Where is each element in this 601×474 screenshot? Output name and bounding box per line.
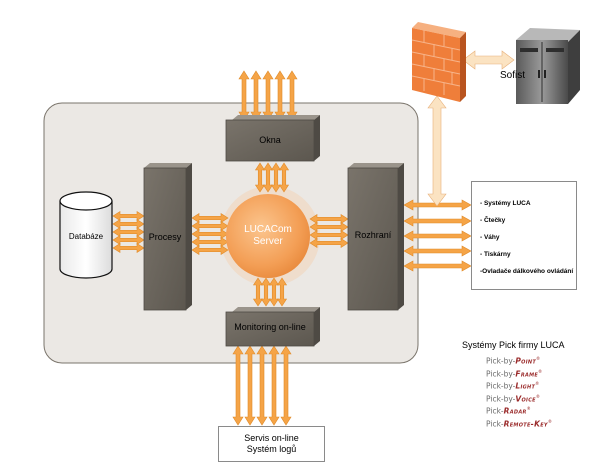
- list-item: - Váhy: [480, 234, 500, 241]
- arrow-server-monitoring: [276, 277, 288, 307]
- monitoring-box: [225, 307, 320, 347]
- pick-item-prefix: Pick-by-: [486, 394, 516, 403]
- pick-item-name: Light: [515, 381, 536, 391]
- arrow-procesy-server: [191, 212, 229, 224]
- pick-item: Pick-Remote-Key®: [486, 419, 552, 429]
- rozhrani-label: Rozhraní: [354, 230, 392, 240]
- server-cabinet-icon: [516, 28, 580, 104]
- registered-mark: ®: [535, 381, 540, 386]
- arrow-top: [274, 70, 286, 121]
- pick-item-name: Point: [515, 356, 537, 366]
- arrow-bottom: [280, 345, 292, 426]
- registered-mark: ®: [538, 368, 543, 374]
- arrow-bottom: [268, 345, 280, 426]
- list-item: - Systémy LUCA: [480, 200, 531, 207]
- registered-mark: ®: [526, 406, 531, 411]
- log-box-line2: Systém logů: [246, 444, 297, 454]
- procesy-label: Procesy: [148, 232, 182, 242]
- registered-mark: ®: [535, 393, 540, 399]
- sofist-label: Sofist: [500, 70, 526, 81]
- pick-item: Pick-by-Light®: [486, 381, 539, 391]
- arrow-bottom: [244, 345, 256, 426]
- pick-item-prefix: Pick-by-: [486, 381, 516, 391]
- pick-systems-title: Systémy Pick firmy LUCA: [462, 340, 565, 350]
- okna-box: [225, 115, 320, 162]
- pick-item-prefix: Pick-by-: [486, 369, 516, 378]
- arrow-top: [262, 70, 274, 121]
- server-label-line2: Server: [253, 236, 283, 247]
- registered-mark: ®: [536, 356, 541, 361]
- arrow-top: [238, 70, 250, 121]
- pick-item: Pick-Radar®: [486, 406, 531, 416]
- list-item: - Tiskárny: [480, 251, 511, 258]
- procesy-box: [143, 163, 192, 311]
- log-box-line1: Servis on-line: [244, 433, 299, 443]
- arrow-server-monitoring: [260, 277, 272, 307]
- list-item: - Čtečky: [480, 217, 506, 224]
- databaze-label: Databáze: [68, 232, 104, 241]
- arrow-firewall-rozhrani: [427, 95, 447, 207]
- arrow-firewall-sofist: [462, 50, 515, 70]
- pick-item: Pick-by-Frame®: [486, 369, 542, 379]
- pick-item: Pick-by-Point®: [486, 356, 540, 366]
- pick-item-name: Radar: [503, 406, 527, 416]
- log-service-box: Servis on-line Systém logů: [218, 426, 325, 462]
- server-label: LUCACom Server: [226, 224, 310, 248]
- pick-item-prefix: Pick-: [486, 419, 504, 428]
- arrow-okna-server: [278, 162, 290, 193]
- database-icon: [59, 191, 113, 279]
- pick-item: Pick-by-Voice®: [486, 394, 540, 404]
- pick-item-name: Remote-Key: [503, 419, 548, 428]
- arrow-okna-server: [254, 162, 266, 193]
- arrow-okna-server: [270, 162, 282, 193]
- arrow-group: [112, 50, 515, 426]
- arrow-server-monitoring: [268, 277, 280, 307]
- arrow-bottom: [232, 345, 244, 426]
- pick-item-name: Voice: [515, 394, 536, 403]
- pick-item-prefix: Pick-: [486, 406, 504, 416]
- arrow-okna-server: [262, 162, 274, 193]
- arrow-top: [286, 70, 298, 121]
- server-label-line1: LUCACom: [244, 224, 292, 235]
- okna-label: Okna: [259, 135, 281, 145]
- monitoring-label: Monitoring on-line: [234, 322, 306, 332]
- firewall-icon: [411, 22, 466, 102]
- pick-item-prefix: Pick-by-: [486, 356, 516, 366]
- arrow-server-monitoring: [252, 277, 264, 307]
- arrow-top: [250, 70, 262, 121]
- registered-mark: ®: [547, 418, 552, 424]
- list-item: -Ovladače dálkového ovládání: [480, 268, 574, 275]
- arrow-bottom: [256, 345, 268, 426]
- arrow-procesy-server: [191, 244, 229, 256]
- lucacom-server-circle: [226, 194, 310, 278]
- pick-item-name: Frame: [515, 369, 539, 378]
- rozhrani-box: [347, 163, 404, 311]
- external-systems-list: - Systémy LUCA - Čtečky - Váhy - Tiskárn…: [471, 181, 577, 290]
